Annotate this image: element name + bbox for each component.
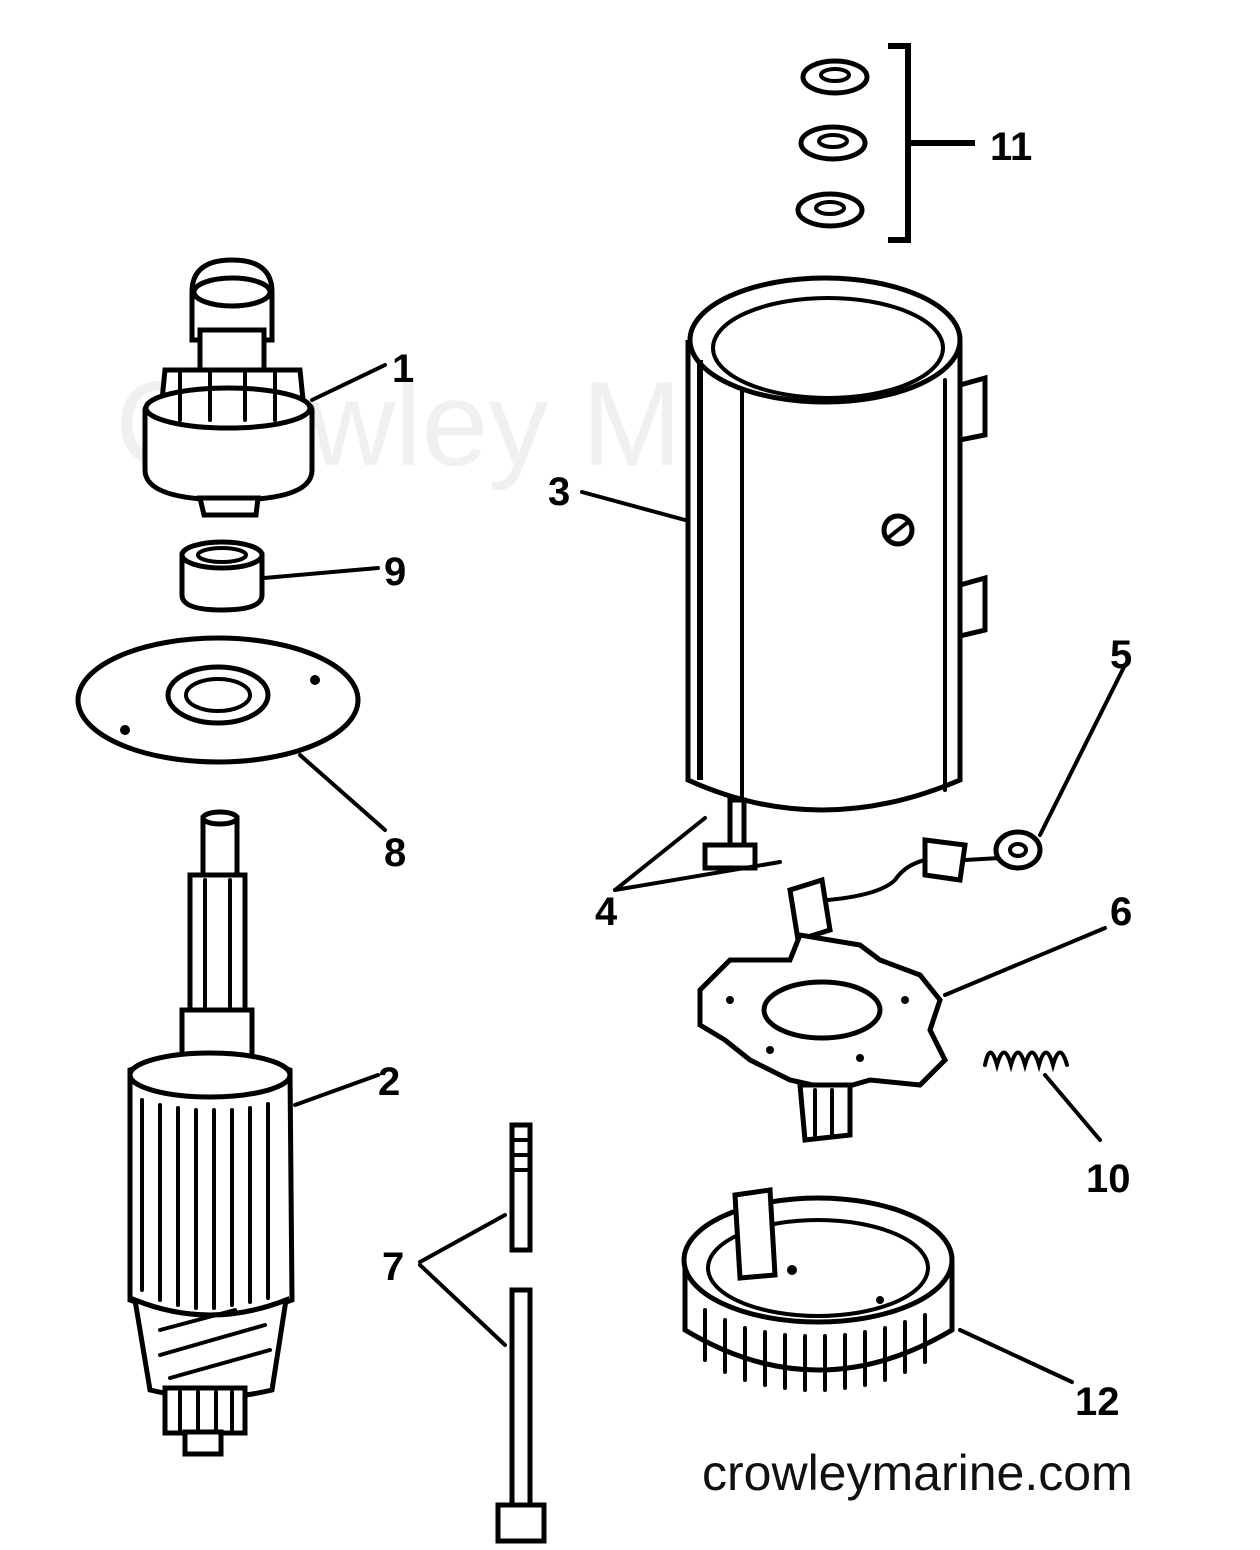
callout-5: 5: [1110, 633, 1132, 677]
bushing-part-9: [179, 539, 265, 613]
washers-part-11: [795, 43, 975, 243]
brush-plate-part-6: [697, 932, 949, 1143]
website-text: crowleymarine.com: [702, 1445, 1133, 1501]
callout-6: 6: [1110, 890, 1132, 934]
callout-3: 3: [548, 470, 570, 514]
drive-pinion-part-1: [142, 257, 315, 518]
callout-9: 9: [384, 550, 406, 594]
spring-part-10: [983, 1050, 1069, 1073]
callout-10: 10: [1086, 1157, 1131, 1201]
callout-11: 11: [990, 125, 1032, 169]
callout-4: 4: [595, 890, 618, 934]
callout-1: 1: [392, 347, 414, 391]
nut-part-5: [993, 829, 1043, 871]
callout-2: 2: [378, 1060, 400, 1104]
callout-8: 8: [384, 831, 406, 875]
through-bolts-part-7: [495, 1122, 547, 1544]
armature-part-2: [127, 809, 295, 1457]
callout-7: 7: [382, 1245, 404, 1289]
end-plate-part-8: [75, 635, 361, 765]
end-cap-part-12: [681, 1187, 955, 1392]
field-frame-part-3: [685, 275, 988, 813]
brushes-part-4: [702, 797, 1002, 944]
callout-12: 12: [1075, 1380, 1120, 1424]
